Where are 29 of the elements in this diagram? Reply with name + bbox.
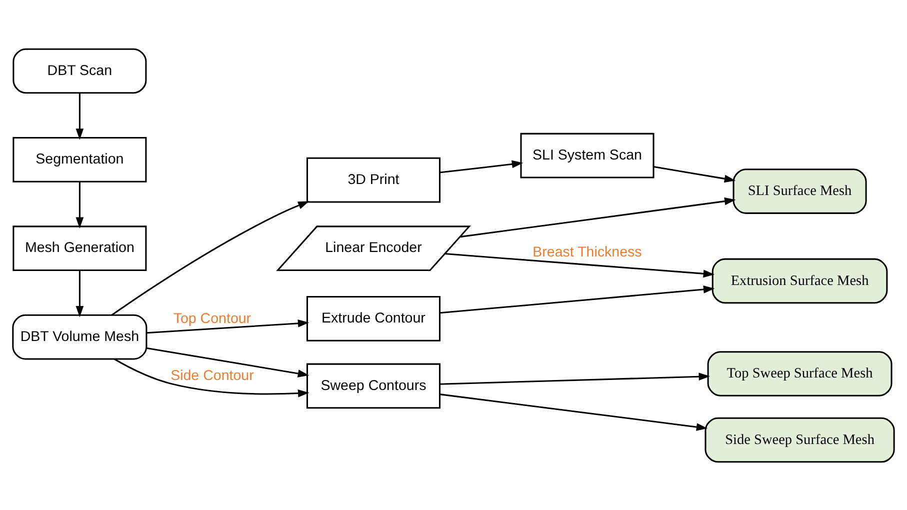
edge-label: Top Contour <box>173 310 252 326</box>
edge-label: Side Contour <box>170 368 254 384</box>
arrow <box>460 196 736 238</box>
arrow <box>440 160 524 173</box>
arrow <box>111 200 310 316</box>
node-box: Extrude Contour <box>306 296 440 341</box>
arrow <box>444 252 715 278</box>
node-box: Side Sweep Surface Mesh <box>704 416 895 462</box>
arrow <box>76 92 84 140</box>
arrow <box>146 318 310 334</box>
arrow <box>440 393 708 430</box>
arrow <box>146 346 310 377</box>
node-box: Top Sweep Surface Mesh <box>707 350 892 396</box>
arrow <box>76 181 84 228</box>
node-box: Extrusion Surface Mesh <box>712 258 888 304</box>
node-box: DBT Volume Mesh <box>12 314 148 360</box>
arrow <box>440 372 710 384</box>
node-box: SLI Surface Mesh <box>732 168 867 214</box>
node-box: Mesh Generation <box>12 225 147 271</box>
node-box: Segmentation <box>12 136 147 182</box>
node-box: Sweep Contours <box>306 362 440 408</box>
arrow <box>440 285 715 314</box>
edge-label: Breast Thickness <box>532 244 642 260</box>
arrow <box>76 270 84 317</box>
node-box: 3D Print <box>306 156 440 202</box>
node-box: DBT Scan <box>12 48 147 94</box>
node-box: SLI System Scan <box>520 132 654 178</box>
arrow <box>114 358 310 397</box>
arrow <box>654 165 736 182</box>
